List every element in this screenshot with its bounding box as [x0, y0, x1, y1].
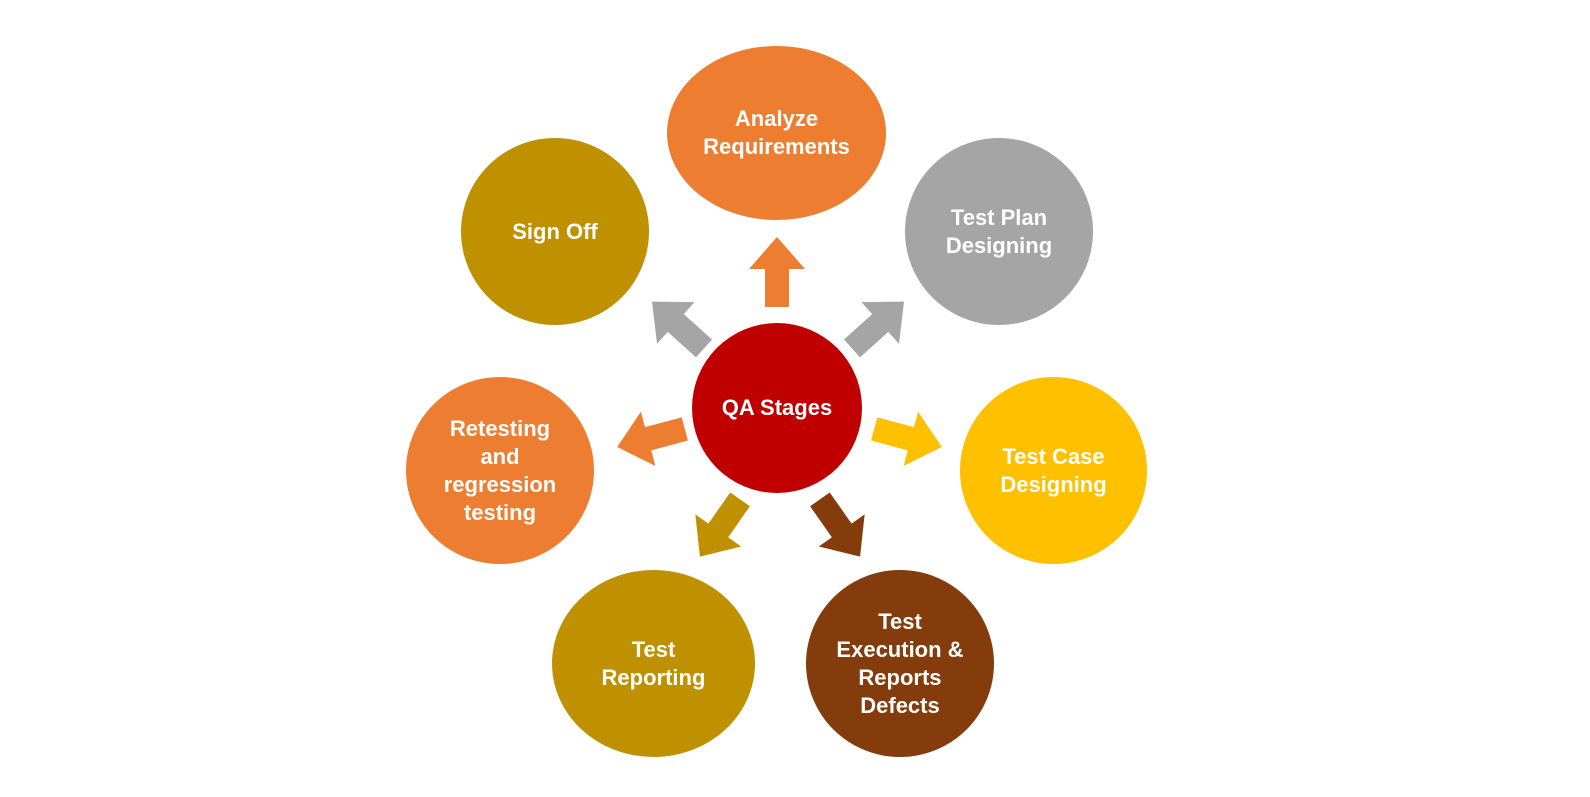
stage-label: Test Case Designing	[1000, 443, 1107, 497]
stage-node-retesting-regression-testing: Retesting and regression testing	[406, 377, 594, 564]
center-node-label: QA Stages	[721, 395, 833, 420]
stage-node-test-plan-designing: Test Plan Designing	[905, 138, 1093, 325]
arrow-right-icon	[862, 399, 955, 478]
stage-node-test-case-designing: Test Case Designing	[960, 377, 1147, 564]
stage-node-test-reporting: Test Reporting	[552, 570, 755, 757]
stage-node-analyze-requirements: Analyze Requirements	[667, 46, 886, 220]
center-node-qa-stages: QA Stages	[692, 323, 862, 493]
arrow-down-left-icon	[672, 478, 767, 578]
stage-node-test-execution-reports-defects: Test Execution & Reports Defects	[806, 570, 994, 757]
stage-node-sign-off: Sign Off	[461, 138, 649, 325]
stage-label: Test Execution & Reports Defects	[836, 608, 964, 718]
stage-label: Sign Off	[512, 218, 598, 244]
stage-label: Analyze Requirements	[703, 106, 850, 159]
arrow-up-right-icon	[828, 276, 928, 374]
arrow-up-icon	[747, 232, 807, 312]
arrow-down-right-icon	[792, 478, 887, 578]
stage-label: Test Plan Designing	[945, 204, 1053, 258]
arrow-up-left-icon	[628, 276, 728, 374]
arrow-left-icon	[605, 399, 698, 478]
stage-label: Test Reporting	[601, 636, 706, 690]
stage-label: Retesting and regression testing	[443, 415, 557, 525]
